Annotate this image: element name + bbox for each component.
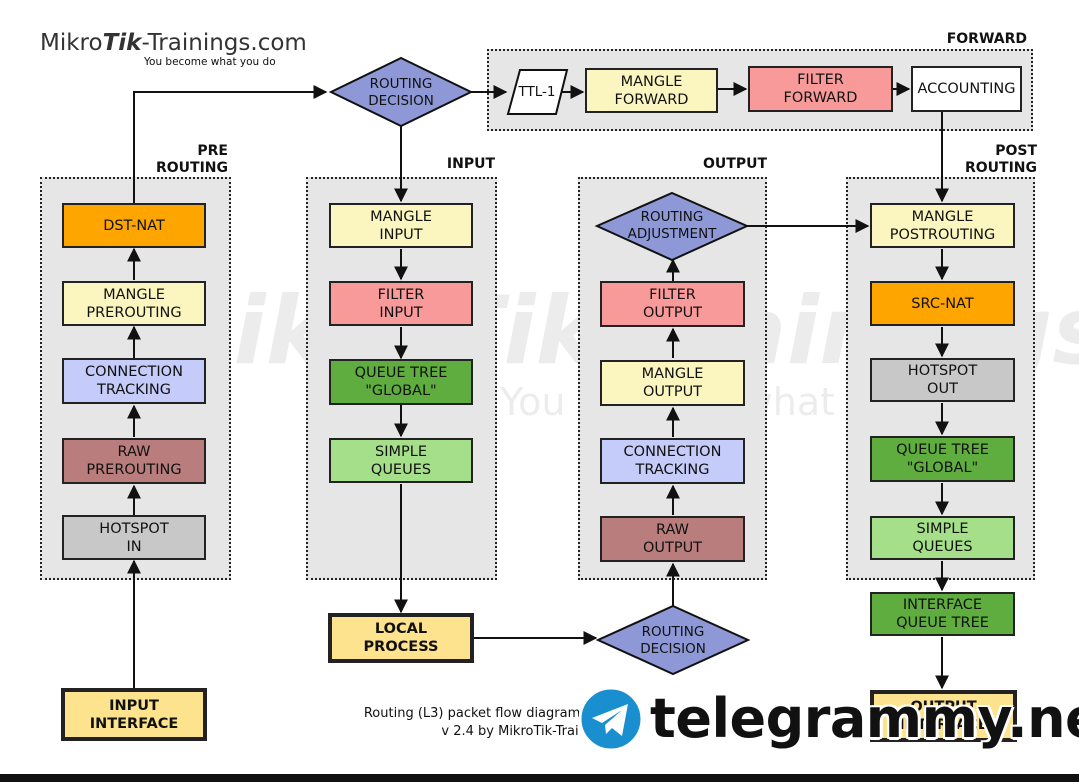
simple-queues-postrouting-box: SIMPLE QUEUES (870, 516, 1015, 560)
connection-tracking-prerouting-box: CONNECTION TRACKING (62, 358, 206, 404)
local-process-box: LOCAL PROCESS (328, 613, 474, 663)
filter-forward-box: FILTER FORWARD (748, 66, 893, 112)
routing-decision-top-label: ROUTING DECISION (368, 76, 434, 109)
ttl-parallelogram (506, 69, 569, 115)
forward-label: FORWARD (946, 31, 1027, 47)
hotspot-in-box: HOTSPOT IN (62, 515, 206, 560)
mangle-postrouting-box: MANGLE POSTROUTING (870, 203, 1015, 248)
mangle-forward-box: MANGLE FORWARD (585, 68, 718, 113)
telegram-plane-icon (578, 686, 644, 752)
telegrammy-text: telegrammy.net (650, 687, 1079, 750)
input-label: INPUT (446, 156, 495, 172)
simple-queues-input-box: SIMPLE QUEUES (329, 438, 473, 483)
caption-line-1: Routing (L3) packet flow diagram (colo (363, 706, 617, 721)
mangle-input-box: MANGLE INPUT (329, 203, 473, 248)
dst-nat-box: DST-NAT (62, 203, 206, 248)
filter-input-box: FILTER INPUT (329, 281, 473, 326)
telegrammy-watermark: telegrammy.net (578, 686, 1079, 752)
mikrotik-trainings-logo: MikroTik-Trainings.com You become what y… (40, 30, 307, 68)
caption-line-2: v 2.4 by MikroTik-Trai (441, 724, 579, 739)
raw-output-box: RAW OUTPUT (600, 516, 745, 562)
output-interface-box: OUTPUT INTERFACE (870, 690, 1017, 742)
ttl-label: TTL-1 (518, 83, 556, 100)
mangle-output-box: MANGLE OUTPUT (600, 360, 745, 406)
routing-decision-output-diamond (595, 604, 751, 676)
queue-tree-global-postrouting-box: QUEUE TREE "GLOBAL" (870, 436, 1015, 482)
raw-prerouting-box: RAW PREROUTING (62, 438, 206, 484)
mangle-prerouting-box: MANGLE PREROUTING (62, 281, 206, 326)
logo-tagline: You become what you do (144, 56, 276, 68)
routing-adjustment-diamond (594, 191, 750, 262)
filter-output-box: FILTER OUTPUT (600, 281, 745, 327)
routing-adjustment-label: ROUTING ADJUSTMENT (627, 209, 717, 242)
bottom-border (0, 774, 1079, 782)
logo-brand-suffix: -Trainings.com (141, 30, 307, 56)
src-nat-box: SRC-NAT (870, 281, 1015, 326)
input-interface-box: INPUT INTERFACE (61, 688, 207, 741)
queue-tree-global-input-box: QUEUE TREE "GLOBAL" (329, 359, 473, 405)
routing-decision-output-label: ROUTING DECISION (640, 624, 706, 657)
interface-queue-tree-box: INTERFACE QUEUE TREE (870, 592, 1015, 636)
logo-brand-light: Mikro (40, 30, 103, 56)
prerouting-label: PRE ROUTING (155, 143, 228, 176)
output-label: OUTPUT (703, 156, 767, 172)
arrow-dst-nat-to-routing-decision (133, 85, 328, 203)
connection-tracking-output-box: CONNECTION TRACKING (600, 438, 745, 484)
logo-brand-bold: Tik (102, 30, 142, 56)
diagram-caption: Routing (L3) packet flow diagram (colo v… (300, 705, 680, 741)
postrouting-label: POST ROUTING (964, 143, 1037, 176)
routing-decision-top-diamond (328, 56, 474, 128)
accounting-box: ACCOUNTING (911, 66, 1022, 112)
hotspot-out-box: HOTSPOT OUT (870, 358, 1015, 402)
